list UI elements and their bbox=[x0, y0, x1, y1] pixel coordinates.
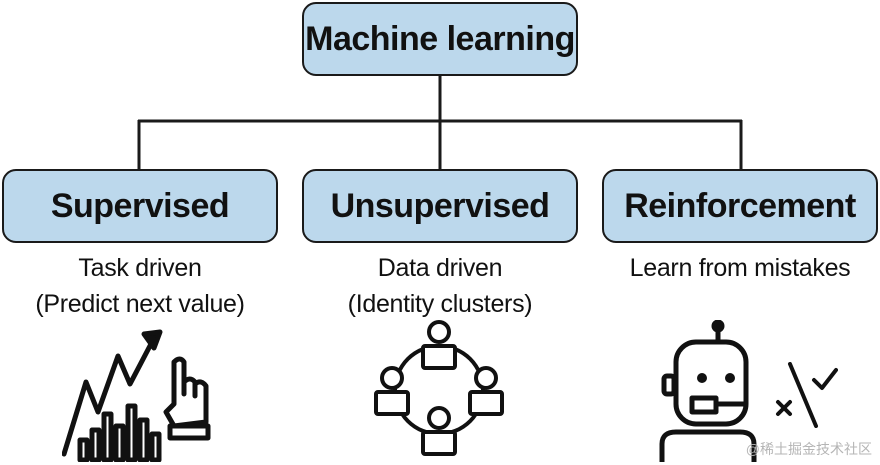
robot-icon bbox=[659, 320, 757, 462]
stock-chart-pointing-hand-icon bbox=[62, 329, 211, 462]
watermark: @稀土掘金技术社区 bbox=[745, 441, 872, 457]
people-cluster-icon bbox=[374, 320, 504, 456]
node-reinforcement-label: Reinforcement bbox=[624, 186, 856, 225]
node-reinforcement: Reinforcement bbox=[602, 169, 878, 243]
root-node-label: Machine learning bbox=[305, 19, 575, 58]
node-unsupervised-label: Unsupervised bbox=[330, 186, 550, 225]
unsupervised-desc-line1: Data driven bbox=[377, 254, 503, 282]
node-supervised: Supervised bbox=[2, 169, 278, 243]
node-supervised-label: Supervised bbox=[50, 186, 230, 225]
supervised-description: Task driven (Predict next value) bbox=[2, 250, 278, 322]
cross-check-icon bbox=[776, 362, 838, 428]
unsupervised-desc-line2: (Identity clusters) bbox=[347, 290, 533, 318]
unsupervised-description: Data driven (Identity clusters) bbox=[302, 250, 578, 322]
reinforcement-description: Learn from mistakes bbox=[602, 250, 878, 286]
reinforcement-desc-line1: Learn from mistakes bbox=[629, 254, 851, 282]
supervised-desc-line2: (Predict next value) bbox=[35, 290, 245, 318]
node-unsupervised: Unsupervised bbox=[302, 169, 578, 243]
root-node-machine-learning: Machine learning bbox=[302, 2, 578, 76]
supervised-desc-line1: Task driven bbox=[78, 254, 202, 282]
